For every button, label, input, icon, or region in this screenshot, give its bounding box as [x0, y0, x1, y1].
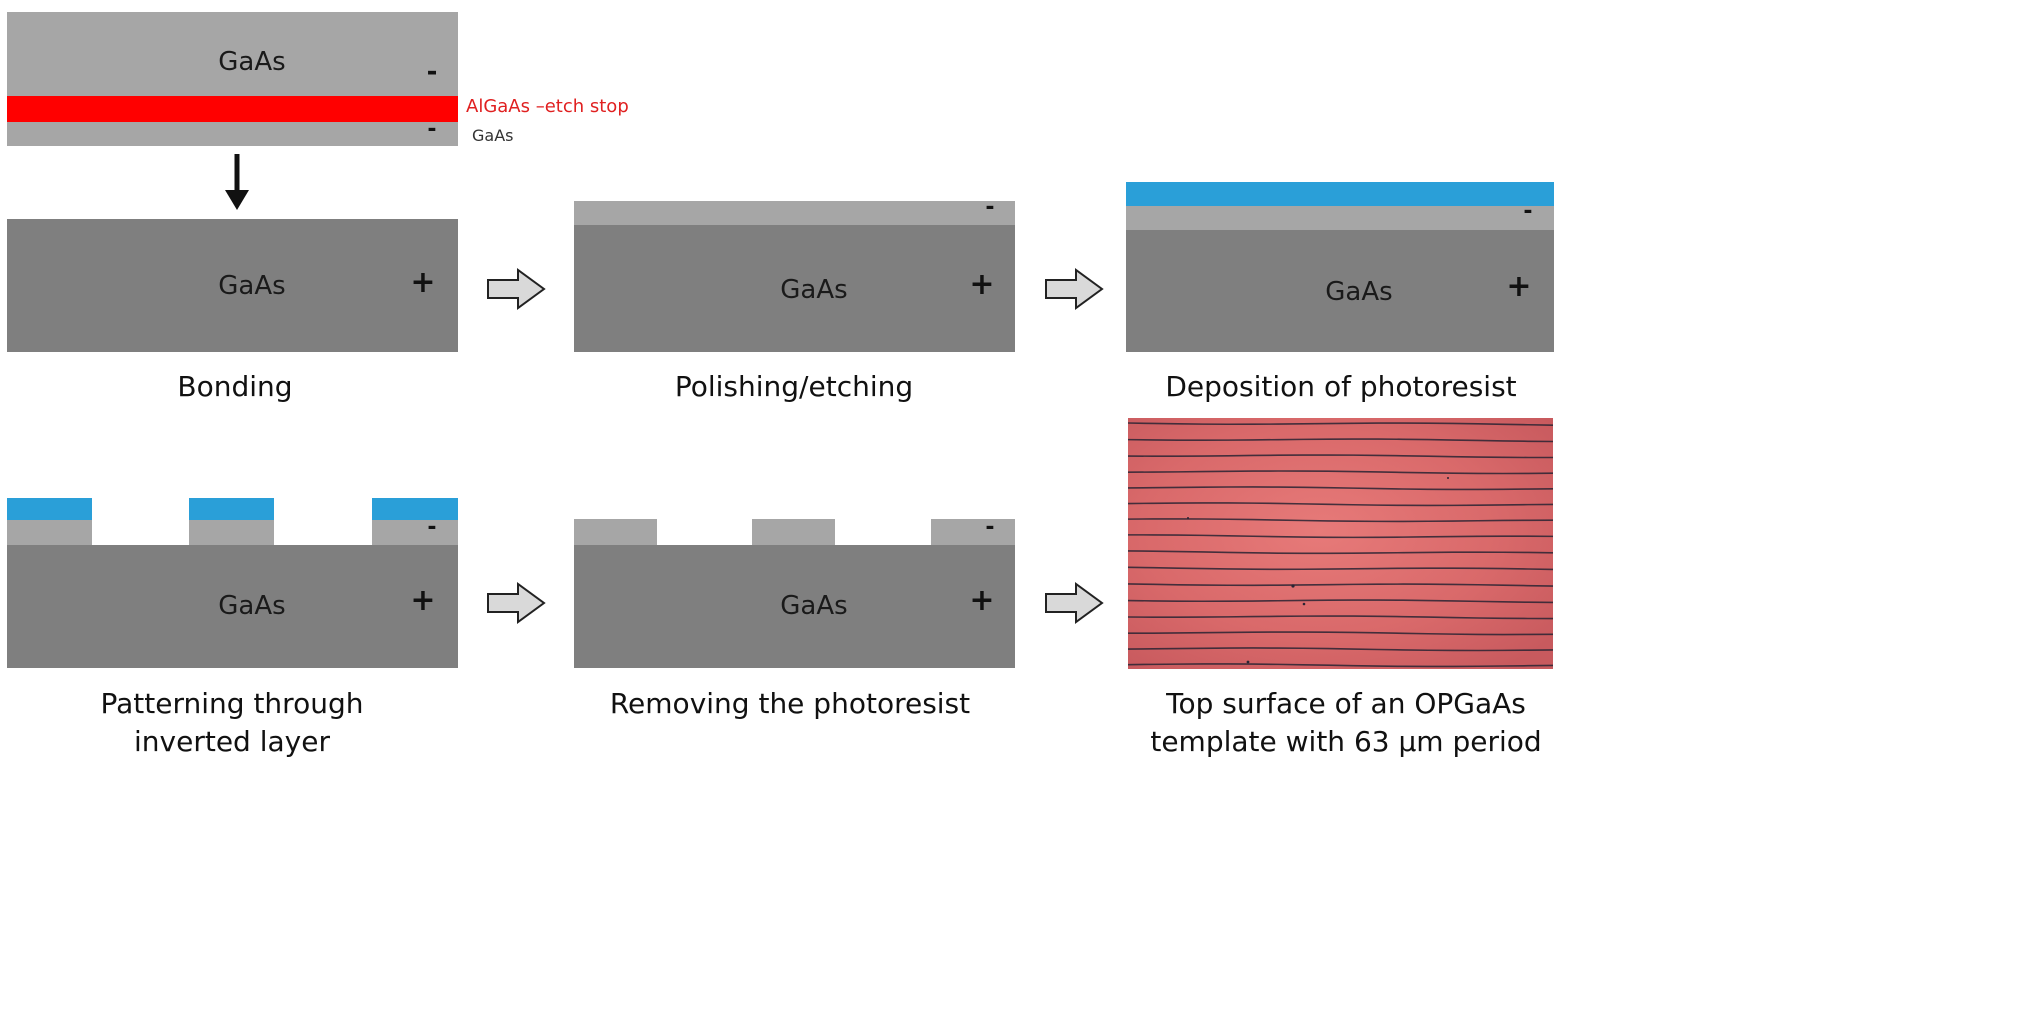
inverted-stripe [189, 520, 274, 545]
patterning-caption-line-1: Patterning through [100, 687, 364, 720]
domain-boundary-line [1128, 647, 1553, 652]
domain-boundary-line [1128, 486, 1553, 491]
domain-boundary-line [1128, 583, 1553, 587]
bonding-plus-sign: + [410, 265, 436, 300]
surface-caption-line-2: template with 63 µm period [1150, 725, 1542, 758]
photoresist-layer [1126, 182, 1554, 206]
deposition-thin-layer [1126, 206, 1554, 230]
inverted-stripe [752, 519, 835, 545]
domain-boundary-line [1128, 502, 1553, 507]
etch-stop-label: AlGaAs –etch stop [466, 96, 629, 117]
top-gaas-layer [7, 12, 458, 96]
hollow-right-arrow-icon [487, 268, 546, 310]
inverted-stripe [7, 520, 92, 545]
domain-boundary-line [1128, 615, 1553, 620]
opgaas-micrograph [1128, 418, 1553, 669]
patterning-caption: Patterning through inverted layer [101, 685, 364, 761]
removing-substrate [574, 545, 1015, 668]
polishing-plus-sign: + [969, 267, 995, 302]
polishing-caption: Polishing/etching [674, 370, 914, 403]
surface-caption: Top surface of an OPGaAs template with 6… [1150, 685, 1541, 761]
thin-gaas-layer [7, 122, 458, 146]
bonding-caption: Bonding [177, 370, 293, 403]
domain-boundary-line [1128, 566, 1553, 571]
polishing-gaas-label: GaAs [780, 275, 848, 305]
removing-minus-sign: - [985, 515, 995, 540]
hollow-right-arrow-icon [1045, 268, 1104, 310]
domain-boundary-line [1128, 550, 1553, 555]
deposition-plus-sign: + [1506, 269, 1532, 304]
patterning-gaas-label: GaAs [218, 591, 286, 621]
patterning-caption-line-2: inverted layer [134, 725, 330, 758]
deposition-minus-sign: - [1523, 199, 1533, 224]
photoresist-stripe [7, 498, 92, 520]
domain-boundary-line [1128, 454, 1553, 459]
domain-boundary-line [1128, 534, 1553, 539]
removing-plus-sign: + [969, 583, 995, 618]
top-minus-sign: - [426, 57, 438, 87]
hollow-right-arrow-icon [487, 582, 546, 624]
photoresist-stripe [372, 498, 458, 520]
top-gaas-label: GaAs [218, 47, 286, 77]
removing-gaas-label: GaAs [780, 591, 848, 621]
patterning-plus-sign: + [410, 583, 436, 618]
domain-boundary-line [1128, 518, 1553, 523]
bonding-substrate [7, 219, 458, 352]
algaas-etch-stop-layer [7, 96, 458, 122]
patterning-substrate [7, 545, 458, 668]
domain-boundary-line [1128, 631, 1553, 636]
bonding-gaas-label: GaAs [218, 271, 286, 301]
domain-boundary-line [1128, 422, 1553, 426]
down-arrow-icon [225, 154, 249, 210]
surface-caption-line-1: Top surface of an OPGaAs [1166, 687, 1526, 720]
domain-boundary-line [1128, 438, 1553, 443]
polishing-substrate [574, 225, 1015, 352]
patterning-minus-sign: - [427, 515, 437, 540]
domain-boundary-line [1128, 663, 1553, 668]
deposition-caption: Deposition of photoresist [1165, 370, 1517, 403]
domain-boundary-line [1128, 599, 1553, 604]
polishing-minus-sign: - [985, 195, 995, 220]
inverted-stripe [931, 519, 1015, 545]
domain-boundary-line [1128, 470, 1553, 475]
polishing-thin-layer [574, 201, 1015, 225]
deposition-gaas-label: GaAs [1325, 277, 1393, 307]
deposition-substrate [1126, 230, 1554, 352]
photoresist-stripe [189, 498, 274, 520]
inverted-stripe [574, 519, 657, 545]
removing-caption: Removing the photoresist [609, 687, 971, 720]
thin-gaas-label: GaAs [472, 126, 514, 145]
hollow-right-arrow-icon [1045, 582, 1104, 624]
thin-minus-sign: - [427, 117, 437, 142]
inverted-stripe [372, 520, 458, 545]
